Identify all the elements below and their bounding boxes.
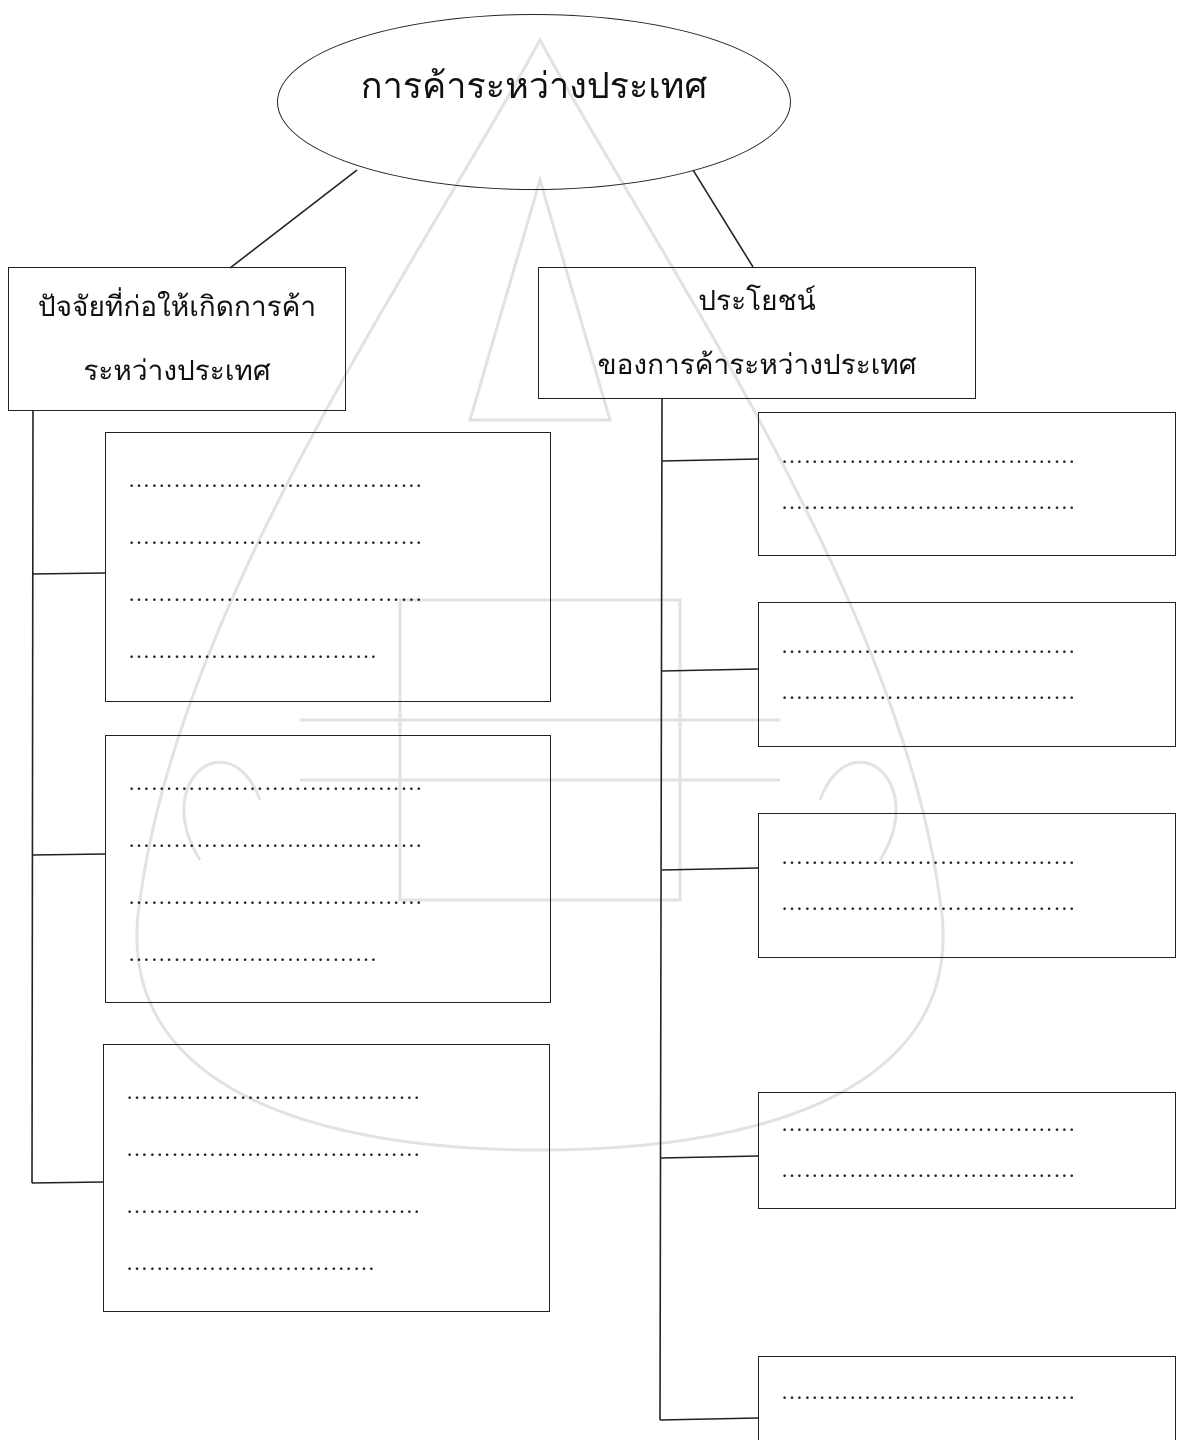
right-answer-box-1: ………………………………… ………………………………… bbox=[758, 412, 1176, 556]
right-branch-1 bbox=[661, 458, 759, 462]
right-branch-5 bbox=[659, 1417, 759, 1421]
right-branch-3 bbox=[661, 867, 759, 871]
connector-root-left bbox=[229, 169, 358, 269]
right-answer-box-5: ………………………………… ………………………………… bbox=[758, 1356, 1176, 1440]
answer-line: ………………………………… bbox=[781, 1111, 1077, 1136]
answer-line: …………………………… bbox=[128, 941, 378, 966]
answer-line: ………………………………… bbox=[781, 1379, 1077, 1404]
right-answer-box-2: ………………………………… ………………………………… bbox=[758, 602, 1176, 747]
left-answer-box-1: ………………………………… ………………………………… ………………………………… bbox=[105, 432, 551, 702]
answer-line: …………………………… bbox=[128, 638, 378, 663]
right-branch-4 bbox=[660, 1155, 759, 1159]
answer-line: ………………………………… bbox=[781, 679, 1077, 704]
right-answer-box-4: ………………………………… ………………………………… bbox=[758, 1092, 1176, 1209]
right-answer-box-3: ………………………………… ………………………………… bbox=[758, 813, 1176, 958]
right-header-line-2: ของการค้าระหว่างประเทศ bbox=[597, 348, 917, 381]
left-branch-1 bbox=[31, 572, 106, 575]
right-branch-2 bbox=[661, 668, 759, 672]
right-branch-header: ประโยชน์ ของการค้าระหว่างประเทศ bbox=[538, 267, 976, 399]
left-branch-header: ปัจจัยที่ก่อให้เกิดการค้า ระหว่างประเทศ bbox=[8, 267, 346, 411]
left-branch-3 bbox=[31, 1181, 104, 1184]
answer-line: ………………………………… bbox=[128, 524, 424, 549]
connector-root-right bbox=[692, 169, 754, 268]
answer-line: ………………………………… bbox=[781, 1425, 1077, 1440]
answer-line: ………………………………… bbox=[781, 844, 1077, 869]
left-header-line-1: ปัจจัยที่ก่อให้เกิดการค้า bbox=[37, 290, 317, 323]
left-answer-box-2: ………………………………… ………………………………… ………………………………… bbox=[105, 735, 551, 1003]
right-header-line-1: ประโยชน์ bbox=[698, 284, 816, 317]
answer-line: ………………………………… bbox=[128, 467, 424, 492]
right-trunk bbox=[659, 397, 663, 1421]
left-trunk bbox=[31, 409, 34, 1184]
answer-line: ………………………………… bbox=[781, 890, 1077, 915]
answer-line: ………………………………… bbox=[128, 884, 424, 909]
answer-line: ………………………………… bbox=[126, 1136, 422, 1161]
root-node: การค้าระหว่างประเทศ bbox=[277, 14, 791, 190]
answer-line: ………………………………… bbox=[781, 633, 1077, 658]
answer-line: ………………………………… bbox=[128, 827, 424, 852]
left-branch-2 bbox=[31, 853, 106, 856]
answer-line: ………………………………… bbox=[126, 1193, 422, 1218]
root-label: การค้าระหว่างประเทศ bbox=[360, 66, 708, 107]
answer-line: ………………………………… bbox=[126, 1079, 422, 1104]
left-answer-box-3: ………………………………… ………………………………… ………………………………… bbox=[103, 1044, 550, 1312]
answer-line: …………………………… bbox=[126, 1250, 376, 1275]
left-header-line-2: ระหว่างประเทศ bbox=[83, 354, 271, 387]
answer-line: ………………………………… bbox=[128, 581, 424, 606]
answer-line: ………………………………… bbox=[781, 1157, 1077, 1182]
answer-line: ………………………………… bbox=[128, 770, 424, 795]
answer-line: ………………………………… bbox=[781, 489, 1077, 514]
answer-line: ………………………………… bbox=[781, 443, 1077, 468]
